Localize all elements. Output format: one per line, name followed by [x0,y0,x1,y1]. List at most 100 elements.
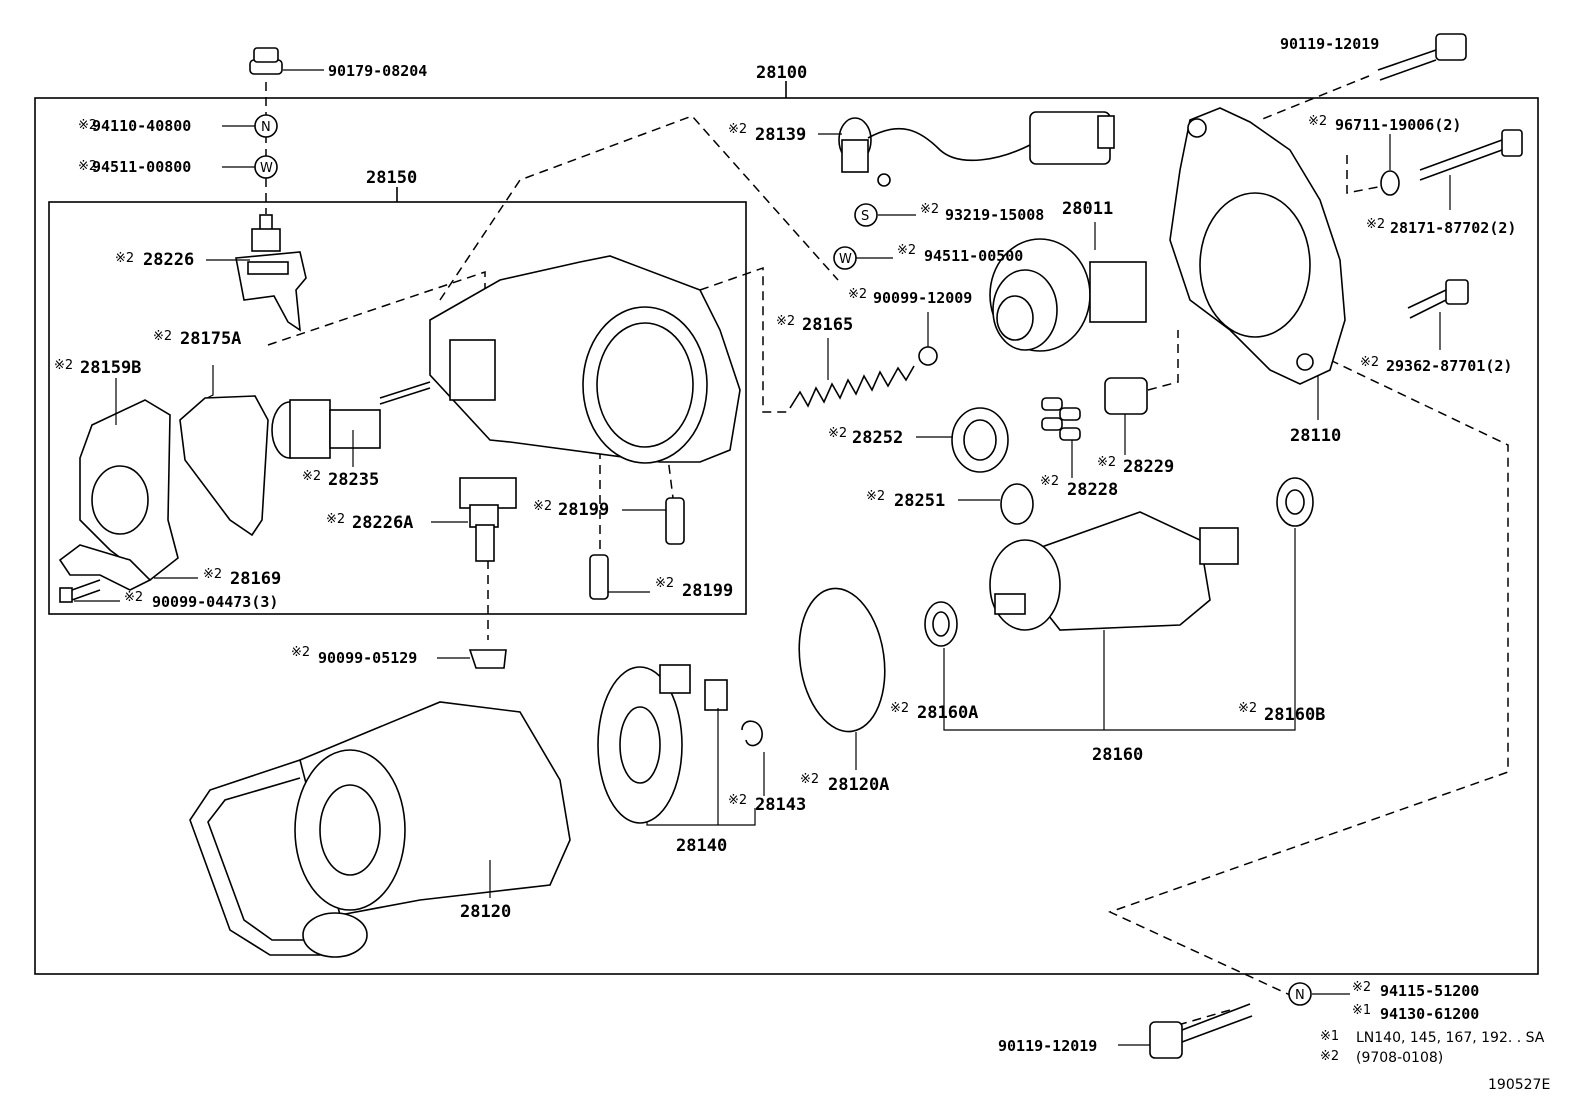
leader-lines [74,69,1451,1046]
nut-icon-2 [1288,982,1312,1006]
label-28120: 28120 [460,902,511,922]
svg-text:※2: ※2 [302,469,321,484]
svg-text:※2: ※2 [1238,701,1257,716]
part-rollers-28228 [1041,397,1081,441]
diagram-id: 190527E [1488,1077,1550,1093]
svg-text:※2: ※2 [533,499,552,514]
label-28228: 28228 [1067,480,1118,500]
part-brush-28199 [589,497,685,600]
part-bolt-90099-04473 [59,579,101,603]
svg-text:※2: ※2 [1097,455,1116,470]
label-28175A: 28175A [180,329,241,349]
part-washer-96711 [1380,170,1400,196]
reference-marks: ※2 ※2 ※2 ※2 ※2 ※2 ※2 ※2 ※2 ※2 ※2 ※2 ※2 ※… [54,114,1385,1064]
label-28100: 28100 [756,63,807,83]
label-90179-08204: 90179-08204 [328,62,427,80]
part-spring-28143 [741,720,763,747]
label-28160B: 28160B [1264,705,1325,725]
part-switch-housing [429,255,741,464]
label-90099-05129: 90099-05129 [318,649,417,667]
svg-text:※2: ※2 [326,512,345,527]
part-retainer-28229 [1104,377,1148,415]
svg-text:※2: ※2 [866,489,885,504]
label-96711-19006: 96711-19006(2) [1335,116,1461,134]
label-28226A: 28226A [352,513,413,533]
part-terminal-28226A [459,477,517,562]
svg-text:※2: ※2 [776,314,795,329]
note-2: (9708-0108) [1356,1050,1443,1066]
svg-text:※2: ※2 [124,590,143,605]
part-bearing-28160B [1276,477,1314,527]
svg-text:※2: ※2 [78,159,97,174]
label-28226: 28226 [143,250,194,270]
label-28165: 28165 [802,315,853,335]
part-clutch-28011 [989,238,1147,352]
svg-text:※2: ※2 [1308,114,1327,129]
svg-text:※2: ※2 [828,426,847,441]
note-1: LN140, 145, 167, 192. . SA [1356,1030,1545,1046]
svg-text:※1: ※1 [1320,1029,1339,1044]
label-90119-12019-top: 90119-12019 [1280,35,1379,53]
spring-washer-badge: S [861,209,869,224]
part-housing-28110 [1169,107,1346,385]
part-armature-28160 [989,511,1239,631]
label-28169: 28169 [230,569,281,589]
svg-text:※2: ※2 [890,701,909,716]
svg-text:※2: ※2 [655,576,674,591]
svg-text:※2: ※2 [848,287,867,302]
svg-text:※2: ※2 [153,329,172,344]
label-28251: 28251 [894,491,945,511]
svg-text:※2: ※2 [897,243,916,258]
svg-text:※2: ※2 [1360,355,1379,370]
svg-text:※2: ※2 [800,772,819,787]
part-terminal-28226 [235,214,307,332]
part-lead-wire-28139 [838,111,1115,187]
svg-text:※2: ※2 [291,645,310,660]
label-94511-00500: 94511-00500 [924,247,1023,265]
nut-badge-2: N [1295,988,1305,1003]
svg-text:※2: ※2 [203,567,222,582]
label-28199-a: 28199 [558,500,609,520]
label-28252: 28252 [852,428,903,448]
svg-text:※2: ※2 [1320,1049,1339,1064]
label-29362-87701: 29362-87701(2) [1386,357,1512,375]
svg-text:※2: ※2 [728,122,747,137]
label-28171-87702: 28171-87702(2) [1390,219,1516,237]
part-bearing-28160A [924,601,958,647]
label-28120A: 28120A [828,775,889,795]
part-cap-90099-05129 [468,649,507,669]
spring-washer-icon [854,203,878,227]
part-bolt-29362 [1407,279,1469,319]
label-28159B: 28159B [80,358,141,378]
label-28139: 28139 [755,125,806,145]
label-90119-12019-bottom: 90119-12019 [998,1037,1097,1055]
washer-badge-2: W [839,252,852,267]
part-plunger-28235 [271,381,431,459]
label-94511-00800: 94511-00800 [92,158,191,176]
label-94130-61200: 94130-61200 [1380,1005,1479,1023]
label-28160: 28160 [1092,745,1143,765]
svg-text:※2: ※2 [1040,474,1059,489]
label-28140: 28140 [676,836,727,856]
part-spring-28165 [789,365,915,409]
part-o-ring-28120A [798,587,886,733]
part-ball-90099-12009 [918,346,938,366]
label-28160A: 28160A [917,703,978,723]
svg-text:※2: ※2 [54,358,73,373]
svg-text:※2: ※2 [1352,980,1371,995]
label-94115-51200: 94115-51200 [1380,982,1479,1000]
washer-badge: W [260,161,273,176]
part-gear-28251 [1000,483,1034,525]
svg-text:※2: ※2 [920,202,939,217]
nut-badge: N [261,120,271,135]
label-28011: 28011 [1062,199,1113,219]
part-cover-28159B [58,399,179,591]
part-gasket-28175A [179,395,269,537]
svg-text:※2: ※2 [1366,217,1385,232]
label-28235: 28235 [328,470,379,490]
label-28199-b: 28199 [682,581,733,601]
label-90099-12009: 90099-12009 [873,289,972,307]
part-bolt-90119-top [1377,33,1467,81]
